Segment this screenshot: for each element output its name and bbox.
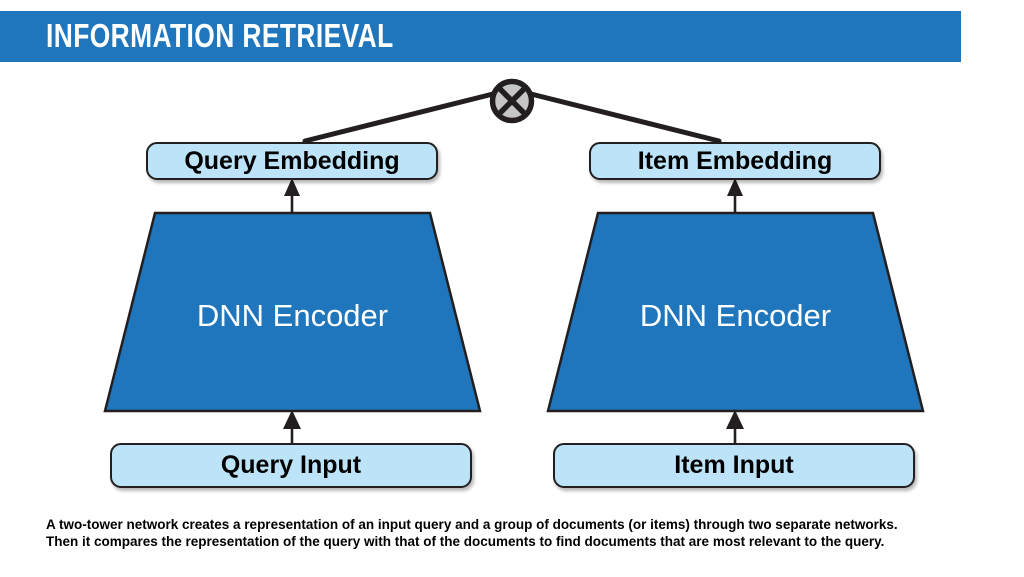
figure-caption: A two-tower network creates a representa… xyxy=(46,516,986,550)
arrow-item-input-to-encoder xyxy=(726,410,744,443)
page-title: INFORMATION RETRIEVAL xyxy=(46,17,394,54)
item-dnn-encoder-label: DNN Encoder xyxy=(639,298,832,333)
item-input-label: Item Input xyxy=(674,451,794,479)
query-embedding-label: Query Embedding xyxy=(184,146,400,175)
item-embedding-label: Item Embedding xyxy=(637,146,833,175)
query-input-box[interactable]: Query Input xyxy=(110,443,472,488)
connector-line-right xyxy=(524,90,722,144)
query-input-label: Query Input xyxy=(220,451,362,479)
connector-line-left xyxy=(302,90,500,144)
arrow-query-encoder-to-embedding xyxy=(284,178,300,212)
header-bar xyxy=(0,11,961,62)
circle-x-icon xyxy=(489,78,535,124)
item-embedding-box[interactable]: Item Embedding xyxy=(589,142,881,180)
item-input-box[interactable]: Item Input xyxy=(553,443,915,488)
caption-line-1: A two-tower network creates a representa… xyxy=(46,517,898,532)
caption-line-2: Then it compares the representation of t… xyxy=(46,534,885,549)
query-dnn-encoder-label: DNN Encoder xyxy=(196,298,389,333)
arrow-item-encoder-to-embedding xyxy=(727,178,743,212)
arrow-query-input-to-encoder xyxy=(283,410,301,443)
query-embedding-box[interactable]: Query Embedding xyxy=(146,142,438,180)
